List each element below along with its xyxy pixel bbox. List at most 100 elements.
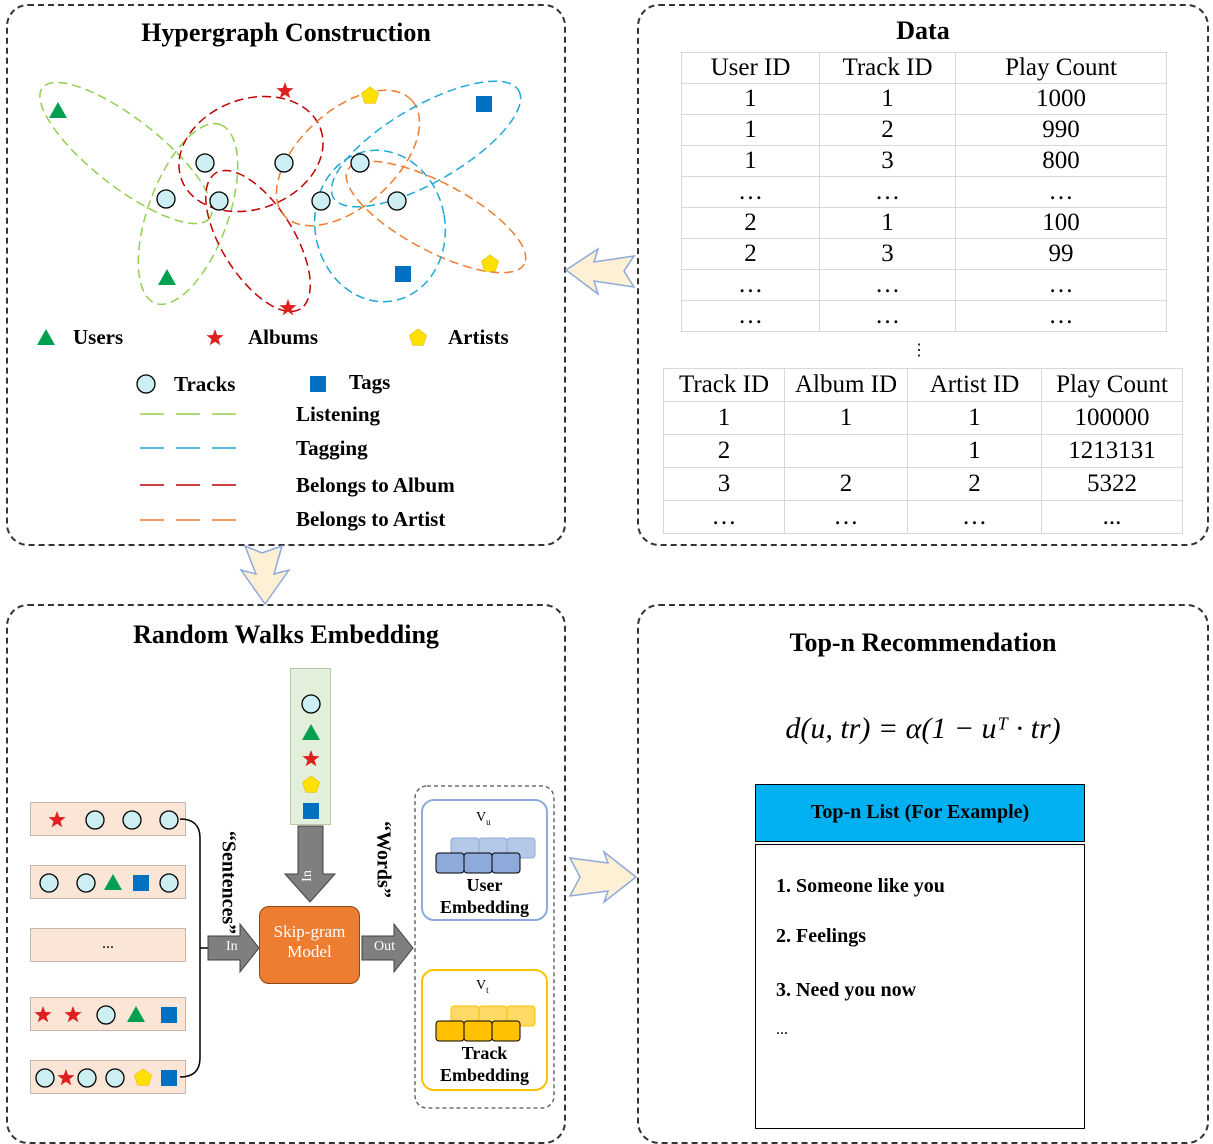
table-cell: … bbox=[819, 176, 956, 208]
out-label: Out bbox=[374, 939, 395, 954]
table-cell: … bbox=[663, 500, 785, 534]
track-embedding-label: Track Embedding bbox=[439, 1043, 530, 1085]
artists-legend-icon bbox=[409, 328, 427, 346]
artist-node bbox=[361, 86, 379, 104]
table-row: ……… bbox=[681, 300, 1167, 332]
artists-legend-label: Artists bbox=[448, 325, 509, 349]
user-node bbox=[158, 269, 176, 285]
table-cell: 99 bbox=[955, 238, 1167, 270]
topn-list-header: Top-n List (For Example) bbox=[755, 784, 1085, 842]
panel-title: Hypergraph Construction bbox=[141, 18, 431, 47]
column-header: Track ID bbox=[819, 52, 956, 84]
hyperedge-tagging-2 bbox=[313, 149, 447, 303]
table-cell bbox=[784, 434, 908, 468]
table-cell: 100 bbox=[955, 207, 1167, 239]
table-cell: 1000 bbox=[955, 83, 1167, 115]
table-cell: 2 bbox=[681, 207, 820, 239]
table-cell: 1 bbox=[681, 83, 820, 115]
table-cell: 3 bbox=[819, 145, 956, 177]
column-header: Play Count bbox=[1041, 368, 1183, 402]
context-in-label: In bbox=[299, 870, 315, 882]
table-cell: … bbox=[955, 269, 1167, 301]
track-node bbox=[209, 191, 229, 211]
table-cell: 1 bbox=[819, 83, 956, 115]
skip-gram-model: Skip-gram Model bbox=[259, 906, 360, 984]
table-cell: 1 bbox=[681, 145, 820, 177]
arrow-hypergraph-to-walks bbox=[239, 544, 291, 606]
tag-node bbox=[476, 96, 492, 112]
tags-legend-label: Tags bbox=[349, 370, 391, 394]
artist-legend-label: Belongs to Artist bbox=[296, 507, 446, 531]
hyperedge-listening-1 bbox=[39, 81, 213, 225]
table-cell: 2 bbox=[819, 114, 956, 146]
sentences-bracket bbox=[179, 818, 201, 1078]
users-legend-label: Users bbox=[73, 325, 124, 349]
table-cell: 990 bbox=[955, 114, 1167, 146]
walk-sequence: ... bbox=[30, 928, 186, 962]
table-cell: … bbox=[955, 176, 1167, 208]
table-cell: 1 bbox=[663, 401, 785, 435]
table-cell: 1 bbox=[907, 401, 1042, 435]
hyperedge-album-1 bbox=[178, 95, 324, 213]
table-cell: … bbox=[819, 300, 956, 332]
hyperedge-album-2 bbox=[205, 169, 311, 313]
artist-node bbox=[481, 254, 499, 272]
table-cell: … bbox=[681, 300, 820, 332]
table-cell: ... bbox=[1041, 500, 1183, 534]
track-node bbox=[156, 189, 176, 209]
vertical-dots: ⋮ bbox=[911, 342, 927, 359]
table-cell: 1 bbox=[819, 207, 956, 239]
table-cell: 3 bbox=[663, 467, 785, 501]
topn-list-title: Top-n List (For Example) bbox=[810, 801, 1030, 823]
walk-sequence bbox=[30, 865, 186, 899]
table-cell: … bbox=[681, 269, 820, 301]
sentences-label: “Sentences” bbox=[217, 830, 240, 935]
table-header-row: Track ID Album ID Artist ID Play Count bbox=[663, 368, 1183, 402]
table-header-row: User ID Track ID Play Count bbox=[681, 52, 1167, 84]
topn-list-box: 1. Someone like you 2. Feelings 3. Need … bbox=[755, 844, 1085, 1129]
list-item: 3. Need you now bbox=[776, 979, 917, 1001]
table-cell: … bbox=[955, 300, 1167, 332]
list-item: ... bbox=[776, 1021, 788, 1038]
table-cell: 1 bbox=[784, 401, 908, 435]
table-cell: 2 bbox=[663, 434, 785, 468]
table-cell: 100000 bbox=[1041, 401, 1183, 435]
table-cell: … bbox=[907, 500, 1042, 534]
ellipsis: ... bbox=[102, 935, 114, 952]
hyperedge-listening-2 bbox=[137, 122, 239, 306]
track-vector-stack-front bbox=[435, 1020, 521, 1042]
hyperedge-artist-2 bbox=[345, 160, 527, 274]
column-header: Track ID bbox=[663, 368, 785, 402]
track-node bbox=[274, 153, 294, 173]
distance-formula: d(u, tr) = α(1 − uᵀ · tr) bbox=[785, 712, 1061, 745]
table-cell: 1213131 bbox=[1041, 434, 1183, 468]
table-cell: 2 bbox=[681, 238, 820, 270]
albums-legend-label: Albums bbox=[248, 325, 319, 349]
track-meta-table: Track ID Album ID Artist ID Play Count 1… bbox=[663, 368, 1183, 534]
album-node bbox=[276, 82, 294, 99]
panel-title: Random Walks Embedding bbox=[133, 620, 439, 649]
arrow-walks-to-topn bbox=[568, 849, 638, 905]
tracks-legend-label: Tracks bbox=[174, 372, 236, 396]
model-label-line2: Model bbox=[287, 942, 332, 961]
arrow-data-to-hypergraph bbox=[564, 247, 636, 296]
listening-legend-label: Listening bbox=[296, 402, 381, 426]
table-cell: 2 bbox=[784, 467, 908, 501]
tags-legend-icon bbox=[310, 376, 326, 392]
user-node bbox=[49, 102, 67, 118]
table-cell: 800 bbox=[955, 145, 1167, 177]
panel-title: Top-n Recommendation bbox=[789, 628, 1057, 657]
in-arrow bbox=[207, 922, 260, 974]
table-cell: 5322 bbox=[1041, 467, 1183, 501]
hyperedge-tagging-1 bbox=[330, 80, 522, 208]
table-cell: 1 bbox=[907, 434, 1042, 468]
words-label: “Words” bbox=[372, 821, 395, 898]
walk-sequence bbox=[30, 802, 186, 836]
